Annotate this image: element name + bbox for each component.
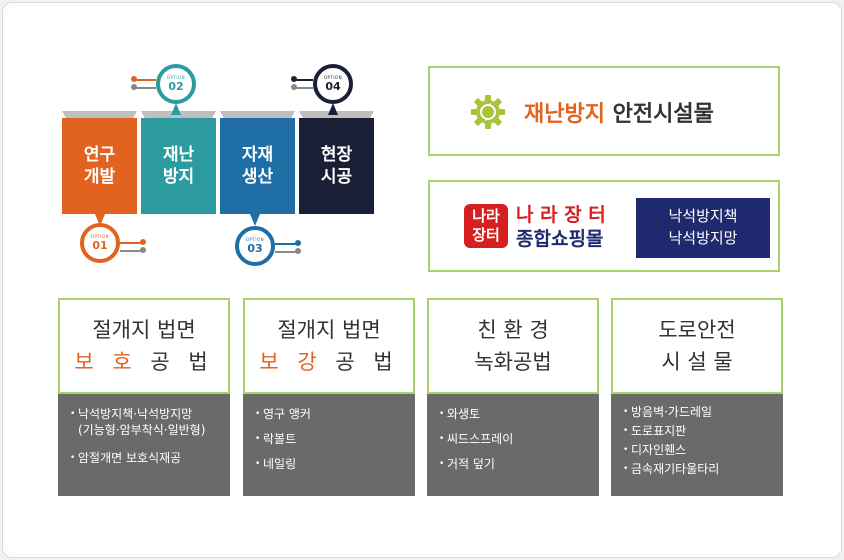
option-label: 연구 개발 — [83, 145, 116, 187]
connector-dot — [140, 247, 146, 253]
card-slope-reinforce-title[interactable]: 절개지 법면 보 강 공 법 — [243, 298, 415, 394]
connector-line — [275, 243, 297, 245]
card-eco-greening-list: 와생토 씨드스프레이 거적 덮기 — [427, 394, 599, 496]
connector-dot — [295, 240, 301, 246]
list-item: 영구 앵커 — [255, 406, 405, 422]
option-badge-03: OPTION 03 — [235, 226, 275, 266]
list-item: 디자인휀스 — [623, 442, 773, 458]
card-slope-protection-list: 낙석방지책·낙석방지망 (기능형·암부착식·일반형) 암절개면 보호식재공 — [58, 394, 230, 496]
list-item: 방음벽·가드레일 — [623, 404, 773, 420]
connector-line — [136, 79, 156, 81]
option-badge-02: OPTION 02 — [156, 64, 196, 104]
card-title-line2: 시 설 물 — [661, 350, 733, 374]
connector-line — [136, 87, 156, 89]
card-slope-reinforce-list: 영구 앵커 락볼트 네일링 — [243, 394, 415, 496]
connector-dot — [131, 76, 137, 82]
option-label: 재난 방지 — [162, 145, 195, 187]
card-slope-protection-title[interactable]: 절개지 법면 보 호 공 법 — [58, 298, 230, 394]
card-title-line2: 보 호 공 법 — [74, 350, 214, 374]
list-item: 거적 덮기 — [439, 456, 589, 472]
card-title-line1: 도로안전 — [658, 318, 736, 342]
option-badge-04: OPTION 04 — [313, 64, 353, 104]
list-item: 와생토 — [439, 406, 589, 422]
connector-line — [275, 251, 297, 253]
option-research-block[interactable]: 연구 개발 — [62, 118, 137, 214]
connector-dot — [291, 84, 297, 90]
card-title-line1: 절개지 법면 — [92, 318, 196, 342]
option-construction-block[interactable]: 현장 시공 — [299, 118, 374, 214]
connector-dot — [140, 239, 146, 245]
list-item: 락볼트 — [255, 431, 405, 447]
connector-dot — [295, 248, 301, 254]
connector-line — [120, 250, 142, 252]
badge-stem — [95, 214, 105, 226]
card-road-safety-list: 방음벽·가드레일 도로표지판 디자인휀스 금속재기타울타리 — [611, 394, 783, 496]
connector-line — [295, 79, 313, 81]
brand-name: 나 라 장 터 — [516, 204, 606, 226]
option-label: 자재 생산 — [241, 145, 274, 187]
connector-dot — [291, 76, 297, 82]
list-item: 도로표지판 — [623, 423, 773, 439]
list-item: 금속재기타울타리 — [623, 461, 773, 477]
product-tag[interactable]: 낙석방지책 낙석방지망 — [636, 198, 770, 258]
option-label: 현장 시공 — [320, 145, 353, 187]
card-road-safety-title[interactable]: 도로안전 시 설 물 — [611, 298, 783, 394]
card-eco-greening-title[interactable]: 친 환 경 녹화공법 — [427, 298, 599, 394]
naraj-seal-logo: 나라 장터 — [464, 204, 508, 248]
banner-title: 재난방지 안전시설물 — [524, 102, 714, 127]
list-item: 네일링 — [255, 456, 405, 472]
card-title-line2: 보 강 공 법 — [259, 350, 399, 374]
option-badge-01: OPTION 01 — [80, 223, 120, 263]
brand-subtitle: 종합쇼핑몰 — [516, 228, 604, 250]
disaster-safety-banner[interactable]: 재난방지 안전시설물 — [428, 66, 780, 156]
option-disaster-block[interactable]: 재난 방지 — [141, 118, 216, 214]
option-production-block[interactable]: 자재 생산 — [220, 118, 295, 214]
list-item: 암절개면 보호식재공 — [70, 450, 220, 466]
naraj-market-banner[interactable]: 나라 장터 나 라 장 터 종합쇼핑몰 낙석방지책 낙석방지망 — [428, 180, 780, 272]
card-title-line1: 절개지 법면 — [277, 318, 381, 342]
badge-stem — [250, 214, 260, 226]
connector-line — [295, 87, 313, 89]
list-item: 낙석방지책·낙석방지망 (기능형·암부착식·일반형) — [70, 406, 220, 438]
card-title-line2: 녹화공법 — [474, 350, 552, 374]
connector-dot — [131, 84, 137, 90]
card-title-line1: 친 환 경 — [477, 318, 549, 342]
badge-stem — [328, 103, 338, 115]
list-item: 씨드스프레이 — [439, 431, 589, 447]
connector-line — [120, 242, 142, 244]
badge-stem — [171, 103, 181, 115]
gear-recycle-icon — [471, 95, 505, 129]
